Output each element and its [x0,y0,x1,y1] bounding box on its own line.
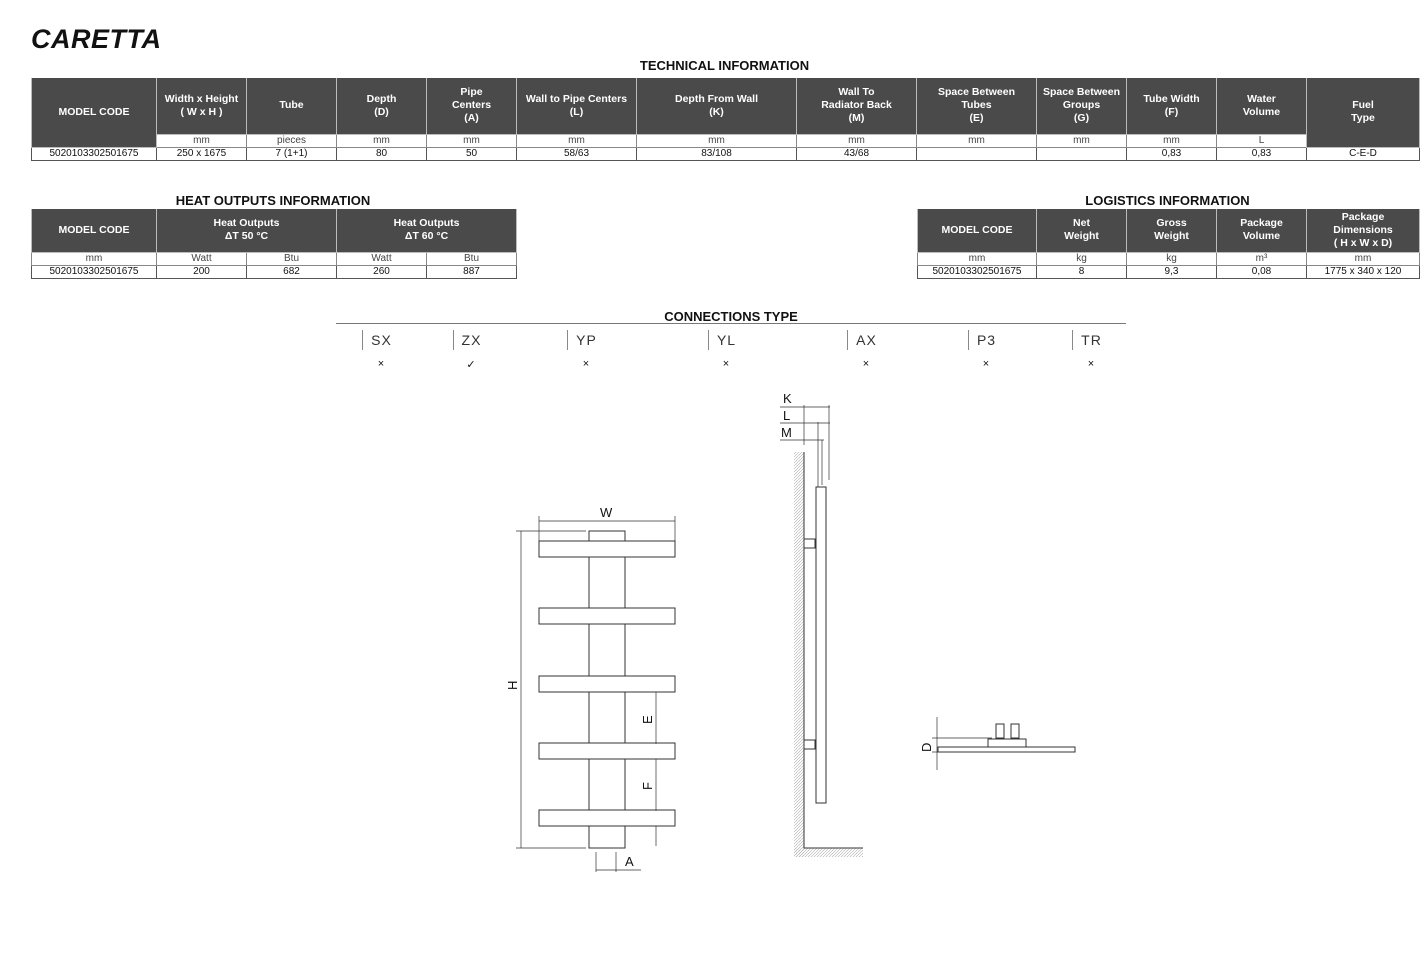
tech-head-cell: Depth (D) [336,78,427,135]
log-units-cell: mm [917,251,1037,266]
tech-head-cell: Water Volume [1216,78,1307,135]
tech-row-cell: 250 x 1675 [156,146,247,161]
label-w: W [600,505,613,520]
connection-type-ax: AX × [836,330,896,370]
log-head-cell: Package Dimensions ( H x W x D) [1306,209,1420,253]
svg-text:A: A [625,854,634,869]
connections-row: SX × ZX ✓ YP × YL × AX × P3 × TR × [336,323,1126,384]
connection-type-sx: SX × [351,330,411,370]
heat-units-cell: mm [31,251,157,266]
product-title: CARETTA [31,24,162,54]
log-row-cell: 8 [1036,264,1127,279]
svg-text:D: D [919,743,934,752]
tech-units-cell: mm [1036,133,1127,148]
heat-row-cell: 887 [426,264,518,279]
connection-type-yp: YP × [556,330,616,370]
logistics-heading: LOGISTICS INFORMATION [1085,193,1250,208]
tech-row-cell: C-E-D [1306,146,1420,161]
tech-head-cell: Space Between Groups (G) [1036,78,1127,135]
log-row-cell: 1775 x 340 x 120 [1306,264,1420,279]
connection-code: AX [847,330,885,350]
connections-heading: CONNECTIONS TYPE [664,309,798,324]
connection-availability: × [722,358,730,370]
log-units-cell: m³ [1216,251,1307,266]
tech-row-cell: 0,83 [1216,146,1307,161]
tech-head-cell: Tube Width (F) [1126,78,1217,135]
heat-heading: HEAT OUTPUTS INFORMATION [175,193,371,208]
heat-units-cell: Btu [426,251,518,266]
tech-head-cell: Width x Height ( W x H ) [156,78,247,135]
connection-code: YP [567,330,605,350]
log-row-cell: 5020103302501675 [917,264,1037,279]
tech-head-cell: Fuel Type [1306,78,1420,148]
heat-row-cell: 682 [245,264,338,279]
tech-units-cell: mm [636,133,797,148]
front-view: W H E F A [505,505,676,872]
heat-header-model: MODEL CODE [31,209,157,253]
connection-type-zx: ZX ✓ [441,330,501,371]
tech-row-cell: 80 [336,146,427,161]
connection-code: YL [707,330,744,350]
top-view: D [919,717,1076,770]
connection-code: TR [1072,330,1110,350]
label-k: K [783,391,792,406]
tech-head-cell: MODEL CODE [31,78,157,148]
heat-header-dt60: Heat Outputs ΔT 60 °C [336,209,518,253]
svg-text:M: M [781,425,792,440]
tech-head-cell: Wall to Pipe Centers (L) [516,78,637,135]
tech-units-cell: mm [516,133,637,148]
connection-availability: × [377,358,385,370]
connection-type-p3: P3 × [956,330,1016,370]
tech-units-cell: mm [156,133,247,148]
connection-type-yl: YL × [696,330,756,370]
tech-units-cell: mm [1126,133,1217,148]
tech-row-cell: 43/68 [796,146,917,161]
technical-heading: TECHNICAL INFORMATION [639,58,810,73]
heat-units-cell: Watt [156,251,247,266]
connection-availability: ✓ [466,359,476,371]
connection-code: P3 [967,330,1004,350]
log-head-cell: Net Weight [1036,209,1127,253]
connection-code: SX [362,330,400,350]
log-row-cell: 9,3 [1126,264,1217,279]
tech-units-cell: pieces [246,133,337,148]
tech-head-cell: Wall To Radiator Back (M) [796,78,917,135]
tech-row-cell: 0,83 [1126,146,1217,161]
tech-row-cell: 58/63 [516,146,637,161]
svg-text:F: F [640,782,655,790]
connection-availability: × [862,358,870,370]
log-head-cell: Gross Weight [1126,209,1217,253]
heat-row-cell: 5020103302501675 [31,264,157,279]
log-head-cell: MODEL CODE [917,209,1037,253]
heat-table: MODEL CODE Heat Outputs ΔT 50 °C Heat Ou… [31,209,518,279]
tech-units-cell: mm [796,133,917,148]
connection-availability: × [1087,358,1095,370]
tech-units-cell: mm [426,133,517,148]
tech-head-cell: Pipe Centers (A) [426,78,517,135]
tech-row-cell: 83/108 [636,146,797,161]
svg-text:E: E [640,715,655,724]
connection-code: ZX [452,330,490,350]
svg-text:L: L [783,408,790,423]
tech-head-cell: Depth From Wall (K) [636,78,797,135]
connection-type-tr: TR × [1061,330,1121,370]
svg-text:H: H [505,681,520,690]
side-view: K L M [780,391,863,857]
connection-availability: × [982,358,990,370]
tech-head-cell: Space Between Tubes (E) [916,78,1037,135]
connection-availability: × [582,358,590,370]
tech-units-cell: L [1216,133,1307,148]
